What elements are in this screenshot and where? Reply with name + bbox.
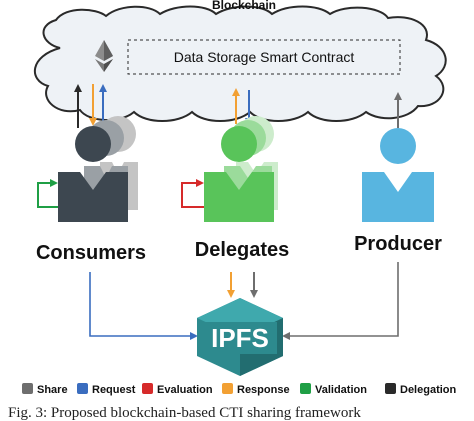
legend-swatch-validation [300,383,311,394]
evaluation-loop-delegate [181,179,204,208]
legend-label-delegation: Delegation [400,384,457,396]
request-flow-to-ipfs [89,272,198,340]
consumers-icon [58,116,138,222]
legend: Share Request Evaluation Response Validation… [22,383,457,396]
legend-swatch-share [22,383,33,394]
ipfs-label: IPFS [211,323,269,353]
producer-label: Producer [354,233,442,255]
producer-icon [362,128,434,222]
legend-label-evaluation: Evaluation [157,384,213,396]
figure-caption: Fig. 3: Proposed blockchain-based CTI sh… [8,405,361,421]
share-flow-to-ipfs [282,262,399,340]
ethereum-icon [95,40,113,72]
legend-swatch-evaluation [142,383,153,394]
legend-label-response: Response [237,384,290,396]
legend-label-request: Request [92,384,136,396]
smart-contract-label: Data Storage Smart Contract [174,49,355,65]
smart-contract-box [127,39,401,75]
legend-swatch-request [77,383,88,394]
legend-swatch-response [222,383,233,394]
blockchain-title: Blockchain [212,0,276,12]
ipfs-icon [197,298,283,376]
delegates-icon [204,116,278,222]
legend-label-validation: Validation [315,384,367,396]
legend-label-share: Share [37,384,68,396]
legend-swatch-delegation [385,383,396,394]
validation-loop-consumer [37,179,58,208]
consumers-label: Consumers [36,242,146,264]
delegates-label: Delegates [195,239,290,261]
